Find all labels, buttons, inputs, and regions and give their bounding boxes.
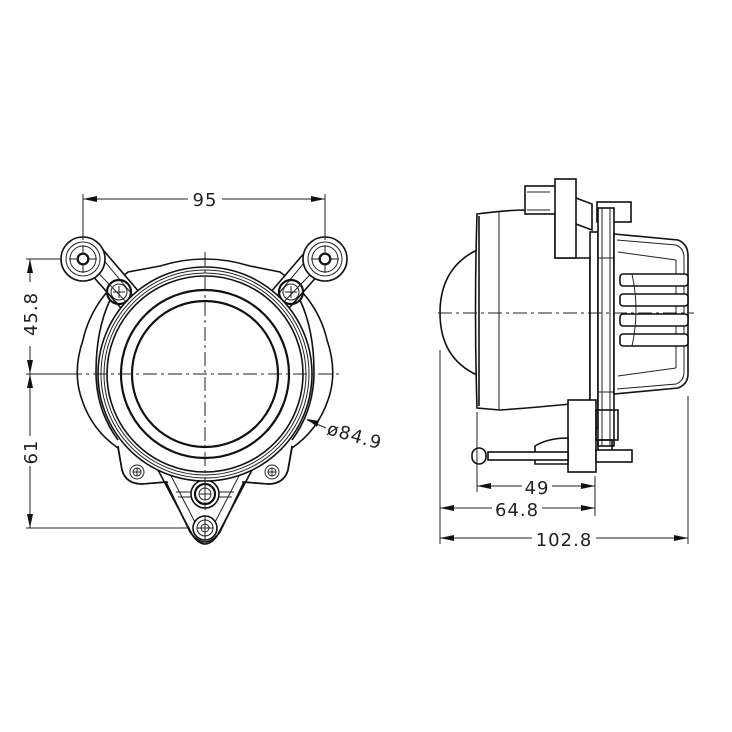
heatsink-fins bbox=[619, 273, 689, 347]
dim-diameter: ø84.9 bbox=[306, 419, 385, 455]
side-view bbox=[438, 178, 694, 473]
side-body bbox=[474, 209, 591, 411]
dim-61: 61 bbox=[21, 374, 190, 529]
right-shoulder bbox=[291, 299, 315, 441]
dim-45-8: 45.8 bbox=[21, 258, 70, 375]
dim-49-label: 49 bbox=[525, 478, 550, 499]
dim-95: 95 bbox=[82, 190, 326, 240]
lower-right-tab bbox=[241, 445, 293, 485]
dim-102-8: 102.8 bbox=[440, 396, 689, 551]
dim-64-8-label: 64.8 bbox=[495, 500, 539, 521]
bottom-pivot-icon bbox=[192, 515, 218, 541]
dim-49: 49 bbox=[476, 412, 596, 516]
dim-diameter-label: ø84.9 bbox=[325, 419, 385, 455]
dim-64-8: 64.8 bbox=[439, 350, 595, 544]
dim-102-8-label: 102.8 bbox=[536, 530, 593, 551]
front-view bbox=[60, 236, 348, 545]
dim-61-label: 61 bbox=[21, 440, 42, 465]
upper-left-screw-icon bbox=[105, 278, 133, 306]
adjuster-rod bbox=[471, 447, 633, 465]
dim-95-label: 95 bbox=[193, 190, 218, 211]
bottom-bracket bbox=[157, 469, 253, 545]
left-shoulder bbox=[95, 299, 119, 441]
upper-right-screw-icon bbox=[277, 278, 305, 306]
lower-left-tab bbox=[117, 445, 169, 485]
dim-45-8-label: 45.8 bbox=[21, 292, 42, 336]
